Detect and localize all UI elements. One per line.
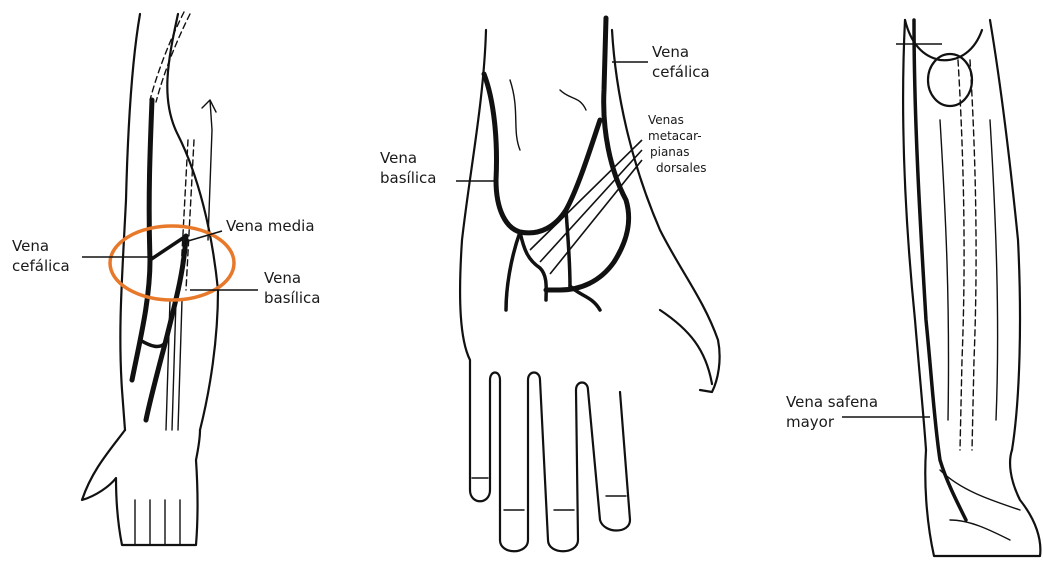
tendon-1 <box>166 300 170 430</box>
hand-outline-left <box>460 30 486 490</box>
metacarpal-label-line2: metacar- <box>648 128 706 144</box>
arm-connecting-vein <box>140 340 166 346</box>
hand-fine-veins <box>510 80 586 150</box>
forearm-hand-outline <box>82 430 200 545</box>
upper-dashed-vein-2 <box>156 14 190 102</box>
hand-cephalic-label-line2: cefálica <box>652 62 710 82</box>
hand-basilic-label-line2: basílica <box>380 168 436 188</box>
arm-cephalic-label-line2: cefálica <box>12 256 70 276</box>
forearm-drawing <box>82 12 258 545</box>
arm-cephalic-label: Vena cefálica <box>12 236 70 276</box>
hand-basilic-label-line1: Vena <box>380 148 436 168</box>
saphenous-label-line1: Vena safena <box>786 392 878 412</box>
great-saphenous-vein <box>914 20 966 520</box>
metacarpal-label-line4: dorsales <box>648 160 706 176</box>
dorsal-vein-3 <box>506 232 520 310</box>
fingers <box>135 500 180 545</box>
leg-muscle-lines <box>940 120 998 420</box>
hand-cephalic-label: Vena cefálica <box>652 42 710 82</box>
hand-cephalic-label-line1: Vena <box>652 42 710 62</box>
saphenous-label-line2: mayor <box>786 412 878 432</box>
arm-basilic-label-line2: basílica <box>264 288 320 308</box>
saphenous-label: Vena safena mayor <box>786 392 878 432</box>
foot-veins <box>940 470 1020 540</box>
metacarpal-label: Venas metacar- pianas dorsales <box>648 112 706 176</box>
forearm-outline-right <box>167 14 218 430</box>
dorsal-vein-1 <box>520 232 546 300</box>
thumb-outline <box>660 310 712 384</box>
fingernails <box>472 478 626 510</box>
tibia-dashed <box>958 60 964 450</box>
arrow-up <box>202 100 216 240</box>
arm-cephalic-label-line1: Vena <box>12 236 70 256</box>
leg-drawing <box>842 20 1040 556</box>
tendon-3 <box>178 300 182 430</box>
arm-median-label: Vena media <box>226 216 315 236</box>
dorsal-vein-2 <box>566 210 570 286</box>
arm-basilic-label-line1: Vena <box>264 268 320 288</box>
dorsal-vein-4 <box>570 286 600 310</box>
tibia-dashed-2 <box>970 60 976 450</box>
metacarpal-label-line3: pianas <box>648 144 706 160</box>
hand-basilic-vein <box>484 74 600 233</box>
hand-basilic-label: Vena basílica <box>380 148 436 188</box>
leg-outline-right <box>990 20 1020 450</box>
hand-drawing <box>456 18 720 551</box>
hand-fingers <box>470 373 630 552</box>
metacarpal-label-line1: Venas <box>648 112 706 128</box>
arm-cephalic-vein <box>132 100 152 380</box>
arm-basilic-label: Vena basílica <box>264 268 320 308</box>
patella <box>928 54 972 106</box>
